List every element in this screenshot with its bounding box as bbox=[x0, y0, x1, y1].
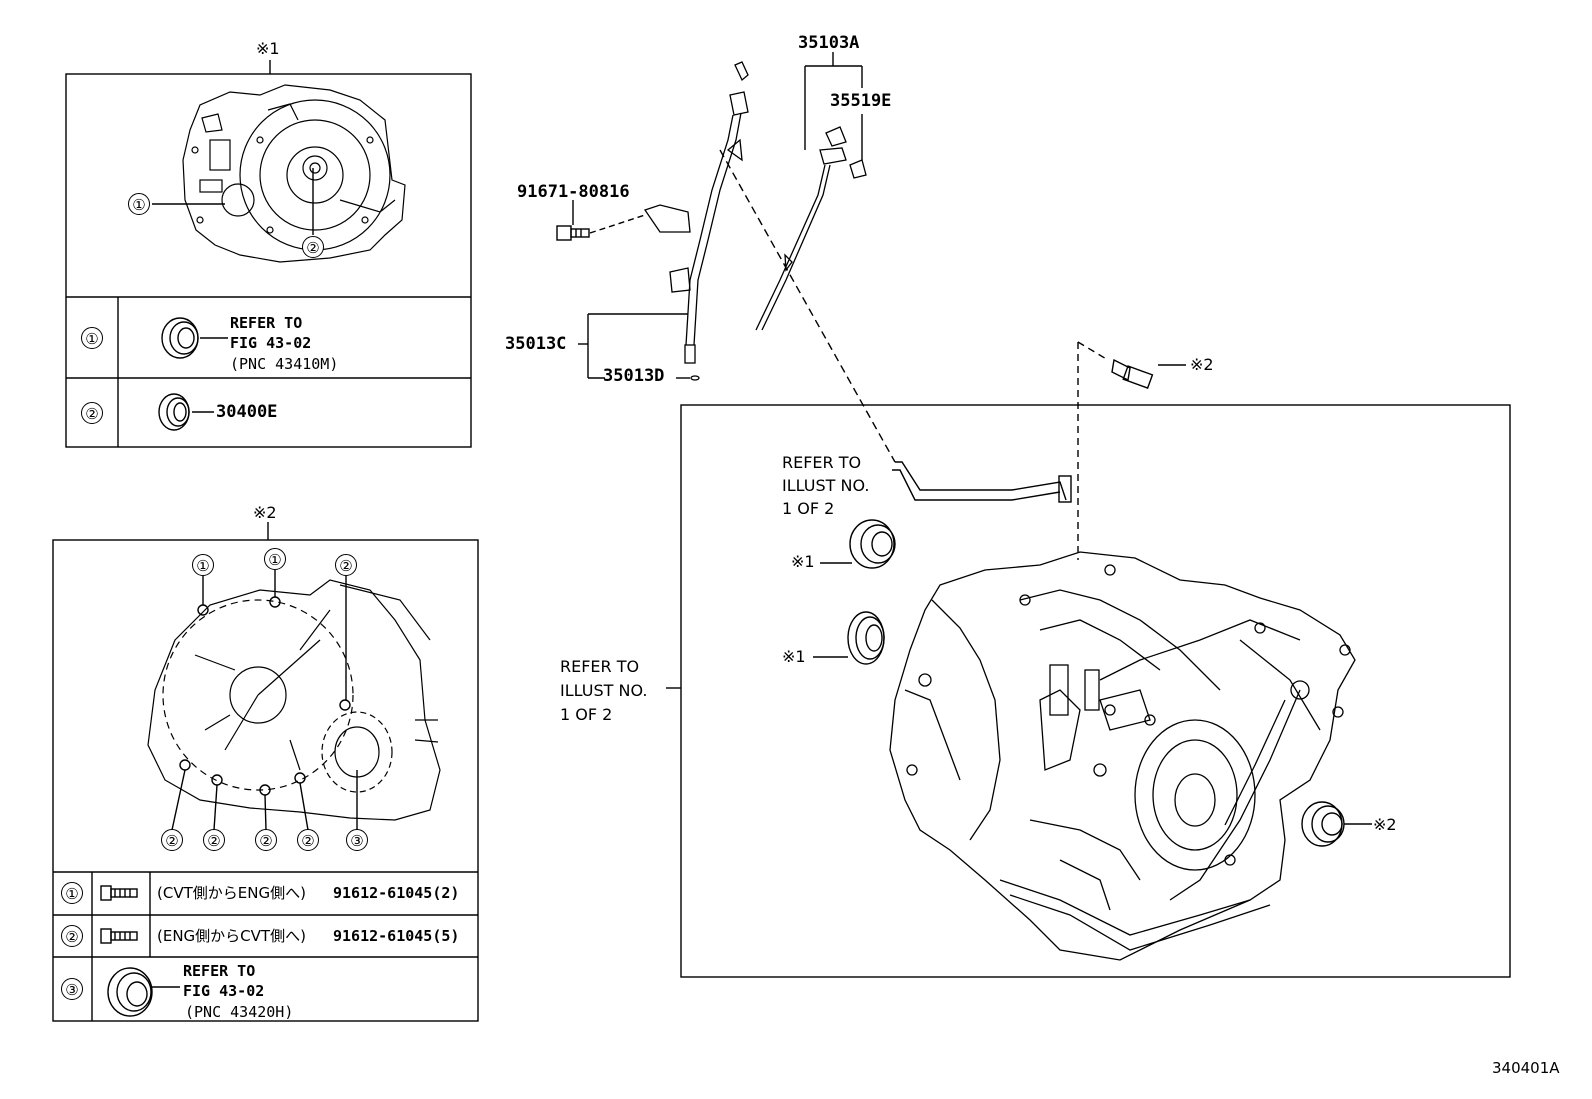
main-refer-top-line1: REFER TO bbox=[782, 453, 862, 472]
inset2-callout-bottom-3: ② bbox=[255, 829, 277, 851]
dipstick-tube-drawing bbox=[643, 61, 749, 381]
inset2-callout-top-3: ② bbox=[335, 554, 357, 576]
inset1-transaxle-drawing bbox=[182, 84, 406, 263]
inset2-row1-circle: ① bbox=[61, 882, 83, 904]
part-label-35013C: 35013C bbox=[505, 334, 567, 354]
inset2-row2-part: 91612-61045(5) bbox=[333, 927, 460, 945]
inset2-seal-icon bbox=[107, 967, 180, 1017]
inset1-row2-part: 30400E bbox=[216, 402, 278, 422]
main-refer-left-line2: ILLUST NO. bbox=[560, 681, 648, 700]
inset1-seal-icon-2 bbox=[158, 393, 214, 431]
inset2-row1-part: 91612-61045(2) bbox=[333, 884, 460, 902]
bolt-91671-drawing bbox=[556, 225, 590, 241]
part-label-35013D: 35013D bbox=[603, 366, 665, 386]
main-frame bbox=[666, 404, 1511, 978]
main-leader-lines bbox=[813, 364, 1372, 825]
inset1-callout-1: ① bbox=[128, 193, 150, 215]
main-refer-top-line3: 1 OF 2 bbox=[782, 499, 835, 518]
main-mark-seal-mid: ※1 bbox=[782, 647, 806, 666]
inset1-row1-refer-line3: (PNC 43410M) bbox=[230, 355, 339, 373]
part-label-35103A: 35103A bbox=[798, 33, 860, 53]
inset2-title-mark: ※2 bbox=[253, 503, 277, 522]
inset2-row3-refer-line1: REFER TO bbox=[183, 962, 256, 980]
main-refer-left-line1: REFER TO bbox=[560, 657, 640, 676]
inset1-seal-icon-1 bbox=[161, 317, 228, 359]
main-refer-top-line2: ILLUST NO. bbox=[782, 476, 870, 495]
inset2-frame bbox=[52, 522, 479, 1022]
main-mark-seal-top: ※1 bbox=[791, 552, 815, 571]
part-label-91671-80816: 91671-80816 bbox=[517, 182, 630, 202]
inset2-callout-top-2: ① bbox=[264, 548, 286, 570]
inset2-leader-lines bbox=[171, 570, 358, 831]
inset2-row3-circle: ③ bbox=[61, 978, 83, 1000]
main-refer-left-line3: 1 OF 2 bbox=[560, 705, 613, 724]
inset1-title-mark: ※1 bbox=[256, 39, 280, 58]
inset1-frame bbox=[65, 60, 472, 448]
inset2-row2-circle: ② bbox=[61, 925, 83, 947]
main-tube-drawing bbox=[892, 461, 1072, 503]
inset2-transaxle-drawing bbox=[147, 579, 441, 821]
inset2-callout-bottom-1: ② bbox=[161, 829, 183, 851]
inset2-row3-refer-line3: (PNC 43420H) bbox=[185, 1003, 294, 1021]
part-label-35519E: 35519E bbox=[830, 91, 892, 111]
inset1-row1-refer-line2: FIG 43-02 bbox=[230, 334, 312, 352]
drawing-id: 340401A bbox=[1492, 1059, 1560, 1077]
inset2-row3-refer-line2: FIG 43-02 bbox=[183, 982, 265, 1000]
inset2-callout-bottom-5: ③ bbox=[346, 829, 368, 851]
inset2-callout-bottom-4: ② bbox=[297, 829, 319, 851]
inset1-row1-circle: ① bbox=[81, 327, 103, 349]
main-seal-1 bbox=[849, 519, 896, 569]
inset1-callout-2: ② bbox=[302, 236, 324, 258]
inset1-leader-lines bbox=[152, 168, 314, 235]
main-seal-3 bbox=[1301, 801, 1345, 847]
main-transaxle-drawing bbox=[889, 551, 1356, 961]
dipstick-drawing bbox=[755, 126, 867, 331]
inset1-row1-refer-line1: REFER TO bbox=[230, 314, 303, 332]
inset2-callout-bottom-2: ② bbox=[203, 829, 225, 851]
inset1-row2-circle: ② bbox=[81, 402, 103, 424]
main-bolt-drawing bbox=[1077, 341, 1154, 560]
main-mark-seal-right: ※2 bbox=[1373, 815, 1397, 834]
inset2-row1-desc: (CVT側からENG側へ) bbox=[157, 884, 306, 902]
main-seal-2 bbox=[847, 611, 885, 665]
inset2-bolt-holes bbox=[179, 596, 351, 796]
inset2-bolt-icon-1 bbox=[100, 885, 138, 901]
dipstick-leader-lines bbox=[572, 52, 896, 463]
inset2-callout-top-1: ① bbox=[192, 554, 214, 576]
inset2-bolt-icon-2 bbox=[100, 928, 138, 944]
inset2-row2-desc: (ENG側からCVT側へ) bbox=[157, 927, 306, 945]
main-mark-bolt: ※2 bbox=[1190, 355, 1214, 374]
